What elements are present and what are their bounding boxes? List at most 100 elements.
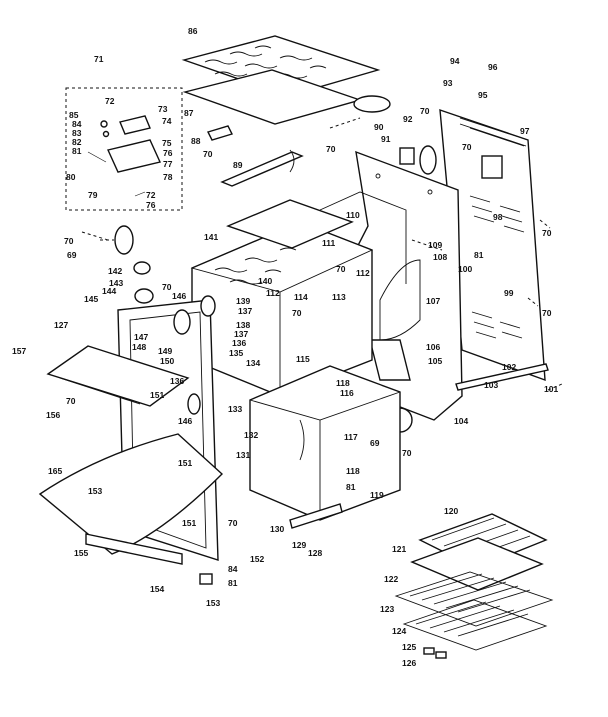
callout-125: 125	[402, 642, 416, 652]
callout-151c: 151	[182, 518, 196, 528]
callout-136b: 136	[170, 376, 184, 386]
callout-144: 144	[102, 286, 116, 296]
callout-95: 95	[478, 90, 488, 100]
callout-93: 93	[443, 78, 453, 88]
callout-117: 117	[344, 432, 358, 442]
callout-165: 165	[48, 466, 62, 476]
callout-128: 128	[308, 548, 322, 558]
callout-70m: 70	[228, 518, 238, 528]
callout-142: 142	[108, 266, 122, 276]
callout-146b: 146	[178, 416, 192, 426]
callout-78: 78	[163, 172, 173, 182]
callout-69b: 69	[370, 438, 380, 448]
callout-148: 148	[132, 342, 146, 352]
callout-104: 104	[454, 416, 468, 426]
callout-131: 131	[236, 450, 250, 460]
callout-81c: 81	[346, 482, 356, 492]
callout-137b: 137	[234, 329, 248, 339]
callout-116: 116	[340, 388, 354, 398]
oven-racks-120	[394, 513, 554, 659]
gasket-ring-69	[114, 225, 151, 275]
callout-153: 153	[88, 486, 102, 496]
callout-82: 82	[72, 137, 82, 147]
callout-133: 133	[228, 404, 242, 414]
callout-102: 102	[502, 362, 516, 372]
callout-126: 126	[402, 658, 416, 668]
callout-103: 103	[484, 380, 498, 390]
callout-147: 147	[134, 332, 148, 342]
callout-141: 141	[204, 232, 218, 242]
callout-70i: 70	[162, 282, 172, 292]
shelf-157	[46, 345, 190, 407]
callout-114: 114	[294, 292, 308, 302]
callout-70g: 70	[64, 236, 74, 246]
callout-91: 91	[381, 134, 391, 144]
callout-143: 143	[109, 278, 123, 288]
callout-146: 146	[172, 291, 186, 301]
callout-70f: 70	[542, 308, 552, 318]
callout-151b: 151	[178, 458, 192, 468]
callout-85: 85	[69, 110, 79, 120]
callout-labels: 86 71 72 73 85 84 74 83 75 82 76 81 77 7…	[12, 26, 558, 668]
callout-154: 154	[150, 584, 164, 594]
callout-88: 88	[191, 136, 201, 146]
callout-84: 84	[72, 119, 82, 129]
callout-98: 98	[493, 212, 503, 222]
callout-138: 138	[236, 320, 250, 330]
callout-81b: 81	[474, 250, 484, 260]
callout-110: 110	[346, 210, 360, 220]
callout-97: 97	[520, 126, 530, 136]
callout-101: 101	[544, 384, 558, 394]
callout-106: 106	[426, 342, 440, 352]
callout-151: 151	[150, 390, 164, 400]
callout-123: 123	[380, 604, 394, 614]
callout-140: 140	[258, 276, 272, 286]
callout-132: 132	[244, 430, 258, 440]
callout-107: 107	[426, 296, 440, 306]
callout-75: 75	[162, 138, 172, 148]
callout-76: 76	[163, 148, 173, 158]
callout-96: 96	[488, 62, 498, 72]
callout-92: 92	[403, 114, 413, 124]
callout-70k: 70	[66, 396, 76, 406]
callout-87: 87	[184, 108, 194, 118]
callout-115: 115	[296, 354, 310, 364]
vent-ring-90	[353, 95, 437, 175]
callout-153b: 153	[206, 598, 220, 608]
callout-118: 118	[336, 378, 350, 388]
callout-100: 100	[458, 264, 472, 274]
callout-137: 137	[238, 306, 252, 316]
callout-84b: 84	[228, 564, 238, 574]
callout-157: 157	[12, 346, 26, 356]
callout-112b: 112	[266, 288, 280, 298]
callout-124: 124	[392, 626, 406, 636]
callout-108: 108	[433, 252, 447, 262]
lower-compartment-117	[249, 365, 401, 521]
top-panel-86	[181, 35, 381, 125]
bottom-trim-103	[289, 363, 549, 529]
callout-105: 105	[428, 356, 442, 366]
callout-89: 89	[233, 160, 243, 170]
callout-83: 83	[72, 128, 82, 138]
callout-77: 77	[163, 159, 173, 169]
callout-90: 90	[374, 122, 384, 132]
callout-121: 121	[392, 544, 406, 554]
callout-109: 109	[428, 240, 442, 250]
callout-119: 119	[370, 490, 384, 500]
callout-86: 86	[188, 26, 198, 36]
callout-99: 99	[504, 288, 514, 298]
callout-135: 135	[229, 348, 243, 358]
callout-69: 69	[67, 250, 77, 260]
callout-136: 136	[232, 338, 246, 348]
callout-70j: 70	[292, 308, 302, 318]
callout-155: 155	[74, 548, 88, 558]
callout-145: 145	[84, 294, 98, 304]
callout-111: 111	[322, 238, 336, 248]
callout-118b: 118	[346, 466, 360, 476]
callout-127: 127	[54, 320, 68, 330]
callout-70c: 70	[326, 144, 336, 154]
callout-112: 112	[356, 268, 370, 278]
callout-72: 72	[105, 96, 115, 106]
control-assembly-inset-71	[65, 87, 183, 211]
